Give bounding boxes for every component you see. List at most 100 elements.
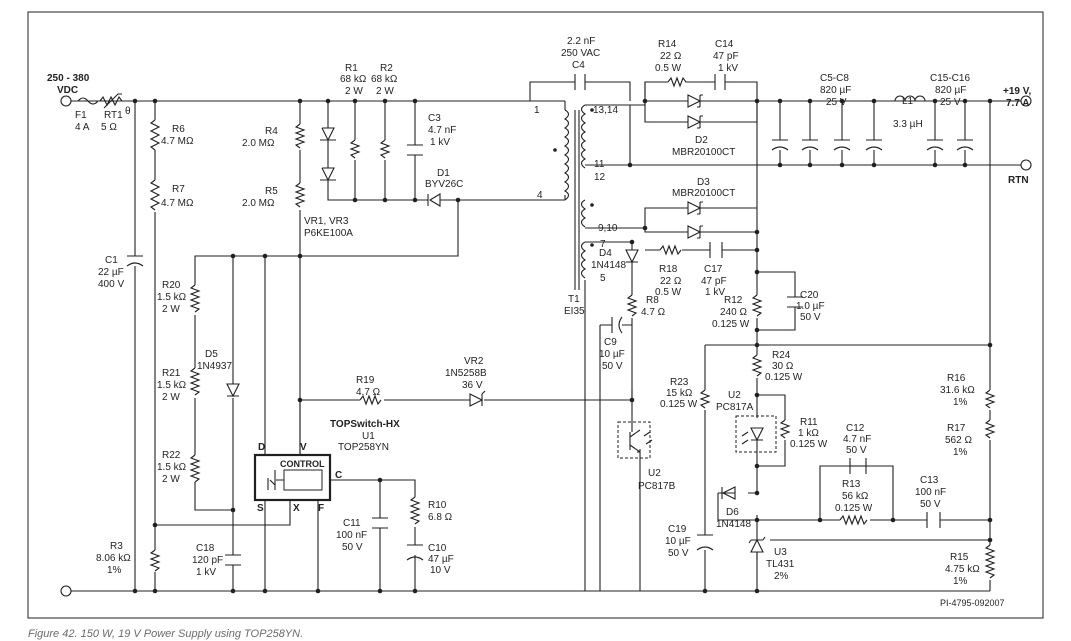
label-c5-v1: 820 µF: [820, 85, 851, 96]
label-r7-ref: R7: [172, 184, 185, 195]
label-f1-ref: F1: [75, 110, 87, 121]
input-negative-terminal: [60, 585, 72, 597]
label-d5-value: 1N4937: [197, 361, 232, 372]
label-c20-ref: C20: [800, 290, 819, 301]
label-r23-v2: 0.125 W: [660, 399, 698, 410]
capacitor-c8: [865, 139, 883, 151]
label-vr1-value: P6KE100A: [304, 228, 353, 239]
label-r11-ref: R11: [800, 417, 818, 428]
label-r21-v1: 1.5 kΩ: [157, 380, 187, 391]
label-r24-ref: R24: [772, 350, 791, 361]
label-u3-v2: 2%: [774, 571, 789, 582]
label-u3-ref: U3: [774, 547, 787, 558]
diode-d4: [625, 249, 639, 264]
output-return-terminal: [1020, 159, 1032, 171]
label-r23-ref: R23: [670, 377, 689, 388]
resistor-r4: [294, 123, 306, 149]
label-r13-v2: 0.125 W: [835, 503, 873, 514]
label-d2-value: MBR20100CT: [672, 147, 735, 158]
label-c5-ref: C5-C8: [820, 73, 849, 84]
zener-vr3: [320, 140, 336, 195]
label-l1-ref: L1: [902, 96, 914, 107]
label-c14-ref: C14: [715, 39, 734, 50]
output-return-label: RTN: [1008, 175, 1029, 186]
label-d6-value: 1N4148: [716, 519, 751, 530]
fuse-f1: [77, 97, 99, 105]
label-r15-ref: R15: [950, 552, 969, 563]
labels: 250 - 380 VDC +19 V, 7.7 A RTN F1 4 A RT…: [47, 36, 1031, 608]
label-c10-ref: C10: [428, 543, 447, 554]
capacitor-c19: [696, 534, 714, 551]
optocoupler-u2a: [735, 415, 777, 453]
label-c1-ref: C1: [105, 255, 118, 266]
resistor-r8: [626, 294, 638, 317]
label-d1-ref: D1: [437, 168, 450, 179]
capacitor-c17: [709, 242, 723, 258]
label-r1-ref: R1: [345, 63, 358, 74]
label-r16-v1: 31.6 kΩ: [940, 385, 975, 396]
label-u2b-value: PC817B: [638, 481, 676, 492]
label-c3-v1: 4.7 nF: [428, 125, 456, 136]
label-r10-value: 6.8 Ω: [428, 512, 453, 523]
label-r20-v1: 1.5 kΩ: [157, 292, 187, 303]
capacitor-c5: [771, 139, 789, 151]
capacitor-c16: [956, 139, 974, 151]
drawing-number: PI-4795-092007: [940, 598, 1005, 608]
diagram-frame: [27, 11, 1044, 619]
diode-d3-lower: [687, 225, 708, 239]
resistor-r23: [699, 389, 711, 409]
input-voltage-label: 250 - 380: [47, 73, 90, 84]
label-pin-v: V: [300, 442, 307, 453]
diode-d1: [427, 193, 441, 207]
label-rt1-theta: θ: [125, 106, 131, 117]
label-r14-v1: 22 Ω: [660, 51, 682, 62]
label-r11-v1: 1 kΩ: [798, 428, 819, 439]
label-l1-value: 3.3 µH: [893, 119, 923, 130]
label-r23-v1: 15 kΩ: [666, 388, 693, 399]
diode-d2-upper: [687, 94, 708, 108]
label-r4-ref: R4: [265, 126, 278, 137]
label-d4-value: 1N4148: [591, 260, 626, 271]
zener-vr1: [320, 120, 336, 142]
label-c18-v1: 120 pF: [192, 555, 223, 566]
label-c17-v1: 47 pF: [701, 276, 727, 287]
label-u3-v1: TL431: [766, 559, 795, 570]
label-r22-v1: 1.5 kΩ: [157, 462, 187, 473]
label-r14-ref: R14: [658, 39, 677, 50]
label-r16-ref: R16: [947, 373, 966, 384]
label-u2b-ref: U2: [648, 468, 661, 479]
label-r3-ref: R3: [110, 541, 123, 552]
label-c15-ref: C15-C16: [930, 73, 970, 84]
label-vr2-v1: 1N5258B: [445, 368, 487, 379]
label-c4-v1: 2.2 nF: [567, 36, 595, 47]
label-r3-v2: 1%: [107, 565, 122, 576]
label-d5-ref: D5: [205, 349, 218, 360]
label-r6-ref: R6: [172, 124, 185, 135]
label-r5-value: 2.0 MΩ: [242, 198, 275, 209]
label-pin-9-10: 9,10: [598, 223, 618, 234]
resistor-r24: [751, 354, 763, 377]
label-pin-s: S: [257, 503, 264, 514]
label-r2-v1: 68 kΩ: [371, 74, 398, 85]
label-c3-ref: C3: [428, 113, 441, 124]
label-r18-ref: R18: [659, 264, 678, 275]
label-r12-ref: R12: [724, 295, 743, 306]
resistor-r14: [667, 76, 688, 88]
label-r1-v2: 2 W: [345, 86, 363, 97]
label-c1-v1: 22 µF: [98, 267, 124, 278]
label-t1-value: EI35: [564, 306, 585, 317]
components: [77, 74, 996, 591]
label-pin-11: 11: [594, 159, 605, 170]
capacitor-c18: [225, 554, 241, 566]
capacitor-c9: [611, 316, 623, 334]
label-d2-ref: D2: [695, 135, 708, 146]
resistor-r5: [294, 182, 306, 208]
label-c11-v2: 50 V: [342, 542, 363, 553]
label-c3-v2: 1 kV: [430, 137, 450, 148]
label-vr2-ref: VR2: [464, 356, 484, 367]
label-t1-ref: T1: [568, 294, 580, 305]
label-r22-ref: R22: [162, 450, 181, 461]
diode-d2-lower: [687, 115, 708, 129]
resistor-r20: [189, 284, 201, 313]
